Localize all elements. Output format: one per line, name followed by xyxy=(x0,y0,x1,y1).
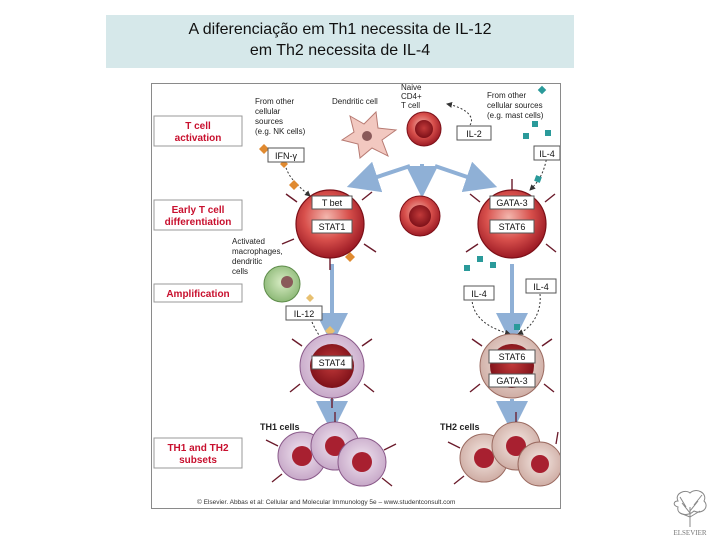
stage-label-subsets-line-2: subsets xyxy=(179,455,217,466)
stage-label-subsets-line-1: TH1 and TH2 xyxy=(167,443,229,454)
svg-text:STAT4: STAT4 xyxy=(319,358,346,368)
slide-title-line-2: em Th2 necessita de IL-4 xyxy=(106,42,574,60)
svg-text:IL-4: IL-4 xyxy=(539,149,555,159)
stage-label-early-differentiation: Early T cell differentiation xyxy=(154,200,242,230)
th1-cells-label: TH1 cells xyxy=(260,422,300,432)
stage-label-early-line-1: Early T cell xyxy=(172,205,225,216)
dash-arrow-il4-loop-right xyxy=(518,294,540,334)
stage-label-activation-line-1: T cell xyxy=(185,121,211,132)
slide-title-box: A diferenciação em Th1 necessita de IL-1… xyxy=(106,15,574,68)
arrow-naive-to-th2 xyxy=(435,166,482,182)
svg-text:IL-2: IL-2 xyxy=(466,129,482,139)
box-stat1: STAT1 xyxy=(312,220,352,233)
naive-label-line-1: Naive xyxy=(401,84,422,92)
slide-title-line-1: A diferenciação em Th1 necessita de IL-1… xyxy=(106,21,574,39)
svg-text:STAT6: STAT6 xyxy=(499,222,526,232)
box-il4-mid-left: IL-4 xyxy=(464,286,494,300)
th2-cells-label: TH2 cells xyxy=(440,422,480,432)
box-il4-mid-right: IL-4 xyxy=(526,279,556,293)
box-gata3-top: GATA-3 xyxy=(490,196,534,209)
dash-arrow-ifn-to-cell xyxy=(285,164,310,196)
th2-stat6-cell xyxy=(470,334,554,398)
macrophages-label-line-2: macrophages, xyxy=(232,247,283,256)
macrophages-label-line-1: Activated xyxy=(232,237,265,246)
th2-precursor-cell xyxy=(466,179,556,258)
other-sources-left-line-2: cellular xyxy=(255,107,281,116)
box-tbet: T bet xyxy=(312,196,352,209)
box-stat4: STAT4 xyxy=(312,356,352,369)
svg-text:IL-12: IL-12 xyxy=(294,309,315,319)
svg-text:IFN-γ: IFN-γ xyxy=(275,151,297,161)
th-differentiation-figure: T cell activation Early T cell different… xyxy=(151,83,561,509)
elsevier-logo: ELSEVIER xyxy=(668,487,712,537)
elsevier-logo-text: ELSEVIER xyxy=(673,529,706,537)
box-stat6-bottom: STAT6 xyxy=(489,350,535,363)
other-sources-left-line-3: sources xyxy=(255,117,283,126)
svg-text:T bet: T bet xyxy=(322,198,343,208)
box-il2: IL-2 xyxy=(457,126,491,140)
other-sources-right-line-1: From other xyxy=(487,91,526,100)
svg-text:GATA-3: GATA-3 xyxy=(496,376,527,386)
dendritic-cell xyxy=(342,112,396,158)
stage-label-amplification: Amplification xyxy=(154,284,242,302)
arrow-naive-to-th1 xyxy=(362,166,410,182)
dendritic-cell-label: Dendritic cell xyxy=(332,97,378,106)
svg-text:STAT1: STAT1 xyxy=(319,222,346,232)
stage-label-early-line-2: differentiation xyxy=(165,217,232,228)
naive-label-line-3: T cell xyxy=(401,101,420,110)
svg-text:IL-4: IL-4 xyxy=(471,289,487,299)
activated-macrophage xyxy=(264,266,300,302)
other-sources-left-line-1: From other xyxy=(255,97,294,106)
th1-stat4-cell xyxy=(290,334,374,408)
middle-t-cell xyxy=(400,196,440,236)
naive-t-cell xyxy=(407,112,441,146)
other-sources-left-line-4: (e.g. NK cells) xyxy=(255,127,306,136)
dash-arrow-il4-right-to-cell xyxy=(530,156,547,190)
box-stat6-top: STAT6 xyxy=(490,220,534,233)
stage-label-amplification-text: Amplification xyxy=(166,289,229,300)
stage-label-activation-line-2: activation xyxy=(175,133,222,144)
naive-label-line-2: CD4+ xyxy=(401,92,422,101)
other-sources-right-line-2: cellular sources xyxy=(487,101,543,110)
stage-label-subsets: TH1 and TH2 subsets xyxy=(154,438,242,468)
box-gata3-bottom: GATA-3 xyxy=(489,374,535,387)
copyright-text: © Elsevier. Abbas et al: Cellular and Mo… xyxy=(197,498,455,506)
macrophages-label-line-3: dendritic xyxy=(232,257,262,266)
macrophages-label-line-4: cells xyxy=(232,267,248,276)
svg-text:STAT6: STAT6 xyxy=(499,352,526,362)
box-ifn-gamma: IFN-γ xyxy=(268,148,304,162)
box-il4-top-right: IL-4 xyxy=(534,146,560,160)
stage-label-activation: T cell activation xyxy=(154,116,242,146)
other-sources-right-line-3: (e.g. mast cells) xyxy=(487,111,544,120)
svg-text:IL-4: IL-4 xyxy=(533,282,549,292)
svg-text:GATA-3: GATA-3 xyxy=(496,198,527,208)
box-il12: IL-12 xyxy=(286,306,322,320)
